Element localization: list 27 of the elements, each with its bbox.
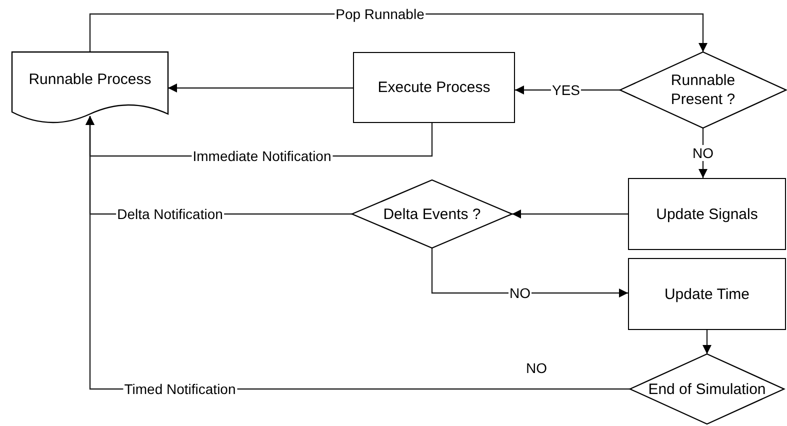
node-label: End of Simulation [648,380,766,398]
process-box [353,52,515,123]
arrow [698,128,708,178]
node-label: Delta Events ? [383,204,481,224]
edge-label: Pop Runnable [334,6,426,22]
arrow [168,84,353,92]
document-shape [12,52,168,124]
arrow [702,330,712,354]
decision-diamond [630,354,784,424]
edge-label: Timed Notification [123,381,237,397]
decision-diamond [620,52,786,128]
edge-label: YES [551,82,581,98]
decision-diamond [352,180,512,248]
edge-label: NO [692,145,714,161]
arrow [512,210,628,218]
node-label: Runnable Process [28,70,152,89]
node-label: Update Signals [656,204,758,224]
process-box [628,258,786,330]
edge-label: Delta Notification [116,206,224,222]
edge-label: NO [508,285,532,301]
node-label: Runnable Present ? [670,71,736,109]
branch-label: NO [526,360,547,376]
node-label: Execute Process [378,78,490,97]
edge-label: Immediate Notification [192,148,332,164]
arrow [431,248,628,298]
process-box [628,178,786,250]
node-label: Update Time [664,284,750,304]
